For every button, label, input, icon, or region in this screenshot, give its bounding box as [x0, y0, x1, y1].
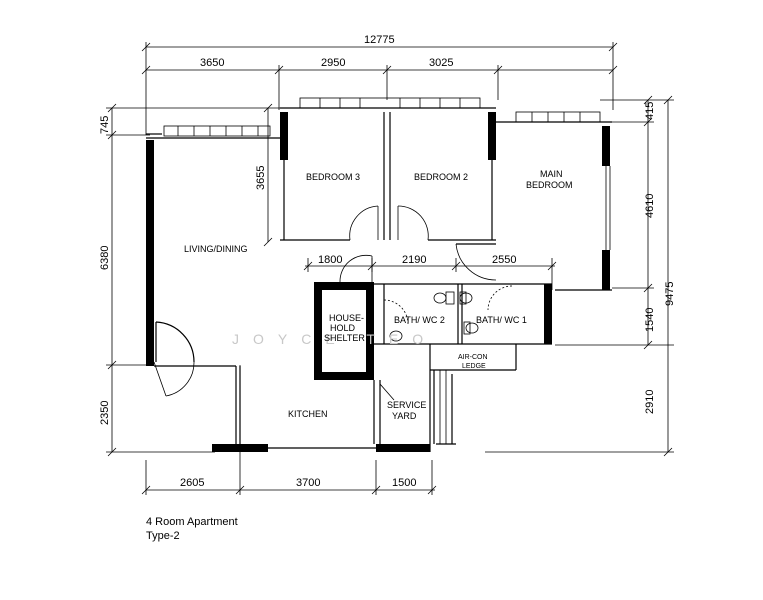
room-kitchen: KITCHEN: [288, 409, 328, 419]
dim-left-2350: 2350: [99, 401, 111, 425]
room-shelter-line3: SHELTER: [324, 333, 365, 343]
caption-title: 4 Room Apartment: [146, 516, 238, 528]
dim-top-seg-3: 3025: [429, 57, 453, 69]
room-aircon-line2: LEDGE: [462, 363, 486, 370]
room-service-line2: YARD: [392, 411, 417, 421]
room-bedroom-2: BEDROOM 2: [414, 172, 468, 182]
room-service-line1: SERVICE: [387, 400, 426, 410]
dim-mid-2550: 2550: [492, 254, 516, 266]
dim-bedroom3-depth: 3655: [255, 166, 267, 190]
dim-top-seg-1: 3650: [200, 57, 224, 69]
room-bedroom-3: BEDROOM 3: [306, 172, 360, 182]
room-bath-wc-1: BATH/ WC 1: [476, 315, 527, 325]
room-bath-wc-2: BATH/ WC 2: [394, 315, 445, 325]
dim-bottom-seg-3: 1500: [392, 477, 416, 489]
watermark: JOYCE TEO: [232, 331, 437, 347]
dim-top-total: 12775: [364, 34, 395, 46]
room-shelter-line1: HOUSE-: [329, 313, 364, 323]
dim-right-2910: 2910: [644, 390, 656, 414]
room-shelter-line2: HOLD: [330, 323, 356, 333]
room-main-bedroom-line1: MAIN: [540, 169, 563, 179]
room-living-dining: LIVING/DINING: [184, 244, 248, 254]
room-aircon-line1: AIR-CON: [458, 354, 488, 361]
room-main-bedroom-line2: BEDROOM: [526, 180, 573, 190]
caption-subtitle: Type-2: [146, 530, 180, 542]
dim-mid-1800: 1800: [318, 254, 342, 266]
dim-left-745: 745: [99, 116, 111, 134]
dimension-lines: [106, 42, 674, 495]
walls: [146, 97, 612, 452]
dim-mid-2190: 2190: [402, 254, 426, 266]
dim-top-seg-2: 2950: [321, 57, 345, 69]
dim-left-6380: 6380: [99, 246, 111, 270]
dim-right-415: 415: [644, 102, 656, 120]
doors: [153, 205, 513, 401]
dim-bottom-seg-1: 2605: [180, 477, 204, 489]
dim-right-1540: 1540: [644, 308, 656, 332]
dim-bottom-seg-2: 3700: [296, 477, 320, 489]
dim-right-4610: 4610: [644, 194, 656, 218]
dim-right-9475: 9475: [664, 282, 676, 306]
